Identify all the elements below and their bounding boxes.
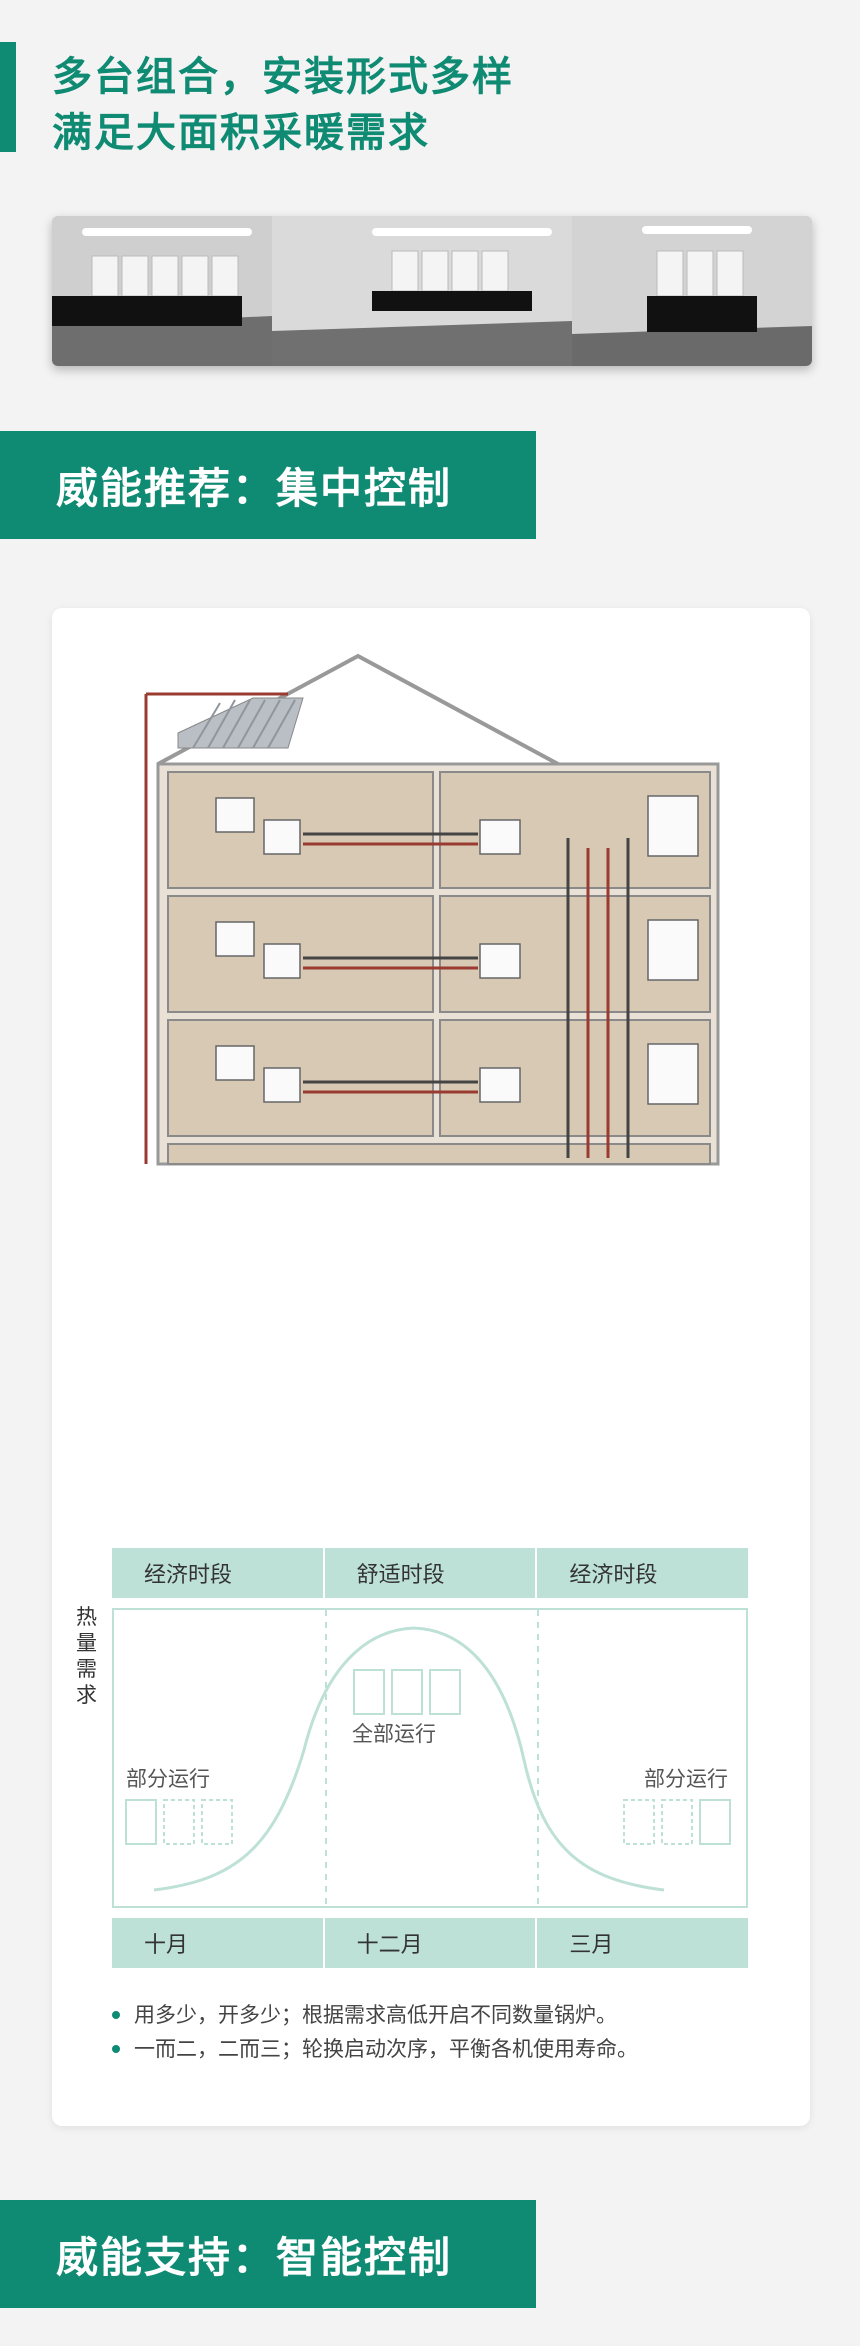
period-label: 舒适时段 — [325, 1548, 538, 1598]
boiler-unit-group-right — [623, 1799, 731, 1845]
boiler-unit — [661, 1799, 693, 1845]
boiler-unit-group-center — [353, 1669, 461, 1715]
bullet-dot — [112, 2045, 120, 2053]
boiler-unit — [699, 1799, 731, 1845]
system-diagram-card: 经济时段 舒适时段 经济时段 热量需求 — [52, 608, 810, 2126]
boiler-unit-group-left — [125, 1799, 233, 1845]
boiler-unit — [623, 1799, 655, 1845]
month-tick-label: 三月 — [569, 1933, 614, 1958]
bullet-item: 用多少，开多少；根据需求高低开启不同数量锅炉。 — [112, 1998, 638, 2032]
month-tick-label: 十月 — [112, 1918, 325, 1968]
page-title-line2: 满足大面积采暖需求 — [52, 110, 430, 156]
period-label: 经济时段 — [569, 1563, 658, 1588]
title-accent-bar — [0, 42, 16, 152]
house-heating-diagram — [144, 653, 720, 1166]
boiler-unit — [163, 1799, 195, 1845]
boiler-unit — [391, 1669, 423, 1715]
bullet-text: 一而二，二而三；轮换启动次序，平衡各机使用寿命。 — [134, 2037, 638, 2061]
y-axis-label: 热量需求 — [76, 1605, 97, 1707]
period-label: 经济时段 — [112, 1548, 325, 1598]
month-tick-label: 十二月 — [325, 1918, 538, 1968]
boiler-unit — [201, 1799, 233, 1845]
installation-photo-strip — [52, 216, 812, 366]
period-header-bar: 经济时段 舒适时段 经济时段 — [112, 1548, 748, 1598]
page-title-line1: 多台组合，安装形式多样 — [52, 54, 514, 100]
feature-bullets: 用多少，开多少；根据需求高低开启不同数量锅炉。 一而二，二而三；轮换启动次序，平… — [112, 1998, 638, 2066]
month-axis-bar: 十月 十二月 三月 — [112, 1918, 748, 1968]
bullet-item: 一而二，二而三；轮换启动次序，平衡各机使用寿命。 — [112, 2032, 638, 2066]
boiler-unit — [125, 1799, 157, 1845]
annotation-partial-left: 部分运行 — [126, 1767, 210, 1791]
demand-curve — [153, 1626, 665, 1892]
bullet-dot — [112, 2011, 120, 2019]
bullet-text: 用多少，开多少；根据需求高低开启不同数量锅炉。 — [134, 2003, 617, 2027]
boiler-unit — [429, 1669, 461, 1715]
section-banner-recommend: 威能推荐：集中控制 — [0, 431, 536, 539]
annotation-partial-right: 部分运行 — [644, 1767, 728, 1791]
operation-schedule-chart: 经济时段 舒适时段 经济时段 热量需求 — [76, 1548, 748, 1968]
section-banner-support: 威能支持：智能控制 — [0, 2200, 536, 2308]
boiler-unit — [353, 1669, 385, 1715]
plot-area — [112, 1608, 748, 1910]
solar-panel-icon — [177, 697, 304, 749]
annotation-full: 全部运行 — [352, 1722, 436, 1746]
